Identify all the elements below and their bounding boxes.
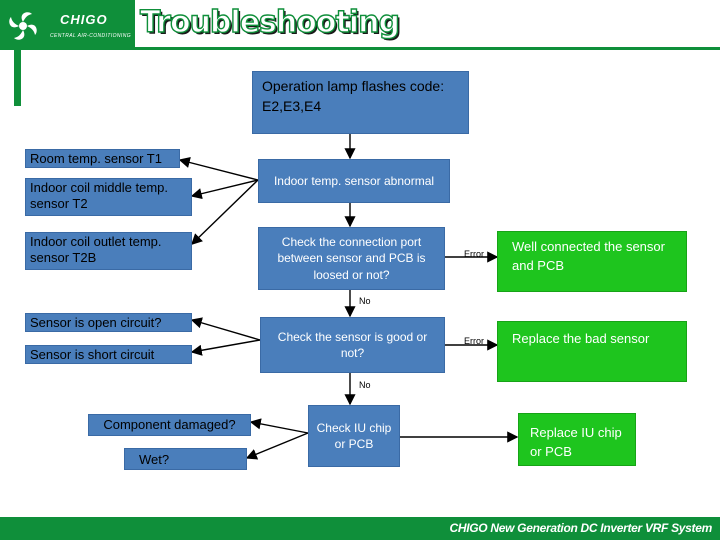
chigo-logo-icon: [9, 12, 37, 40]
header-divider: [0, 47, 720, 50]
brand-logo-block: CHIGO CENTRAL AIR-CONDITIONING: [0, 0, 135, 49]
brand-tagline: CENTRAL AIR-CONDITIONING: [50, 33, 131, 39]
footer-bar: [0, 517, 720, 540]
sensor-abnormal-box: Indoor temp. sensor abnormal: [258, 159, 450, 203]
coil-middle-sensor-box: Indoor coil middle temp. sensor T2: [25, 178, 192, 216]
fix-replace-chip-box: Replace IU chip or PCB: [518, 413, 636, 466]
chip-check-box: Check IU chip or PCB: [308, 405, 400, 467]
error-label-sensor: Error: [464, 336, 484, 346]
side-accent-bar: [14, 50, 21, 106]
arrow-to-short-circuit: [190, 339, 261, 356]
fix-replace-sensor-box: Replace the bad sensor: [497, 321, 687, 382]
no-label-connection: No: [359, 296, 371, 306]
wet-box: Wet?: [124, 448, 247, 470]
fix-connect-box: Well connected the sensor and PCB: [497, 231, 687, 292]
coil-outlet-sensor-box: Indoor coil outlet temp. sensor T2B: [25, 232, 192, 270]
arrow-to-coil-outlet: [190, 179, 259, 245]
arrow-to-open-circuit: [190, 317, 261, 341]
no-label-sensor: No: [359, 380, 371, 390]
fix-replace-chip-text: Replace IU chip or PCB: [530, 425, 622, 459]
error-label-connection: Error: [464, 249, 484, 259]
connection-check-box: Check the connection port between sensor…: [258, 227, 445, 290]
footer-text: CHIGO New Generation DC Inverter VRF Sys…: [449, 521, 712, 535]
arrow-to-coil-middle: [190, 179, 259, 200]
short-circuit-box: Sensor is short circuit: [25, 345, 192, 364]
arrow-to-room-sensor: [178, 157, 259, 181]
room-sensor-box: Room temp. sensor T1: [25, 149, 180, 168]
open-circuit-box: Sensor is open circuit?: [25, 313, 192, 332]
component-damaged-box: Component damaged?: [88, 414, 251, 436]
brand-name: CHIGO: [60, 12, 108, 27]
fix-replace-sensor-text: Replace the bad sensor: [512, 331, 650, 346]
page-title: Troubleshooting: [139, 4, 400, 40]
fix-connect-text: Well connected the sensor and PCB: [512, 239, 665, 273]
sensor-good-check-box: Check the sensor is good or not?: [260, 317, 445, 373]
start-box: Operation lamp flashes code: E2,E3,E4: [252, 71, 469, 134]
arrow-to-component-damaged: [249, 418, 309, 434]
arrow-to-wet: [245, 432, 309, 460]
